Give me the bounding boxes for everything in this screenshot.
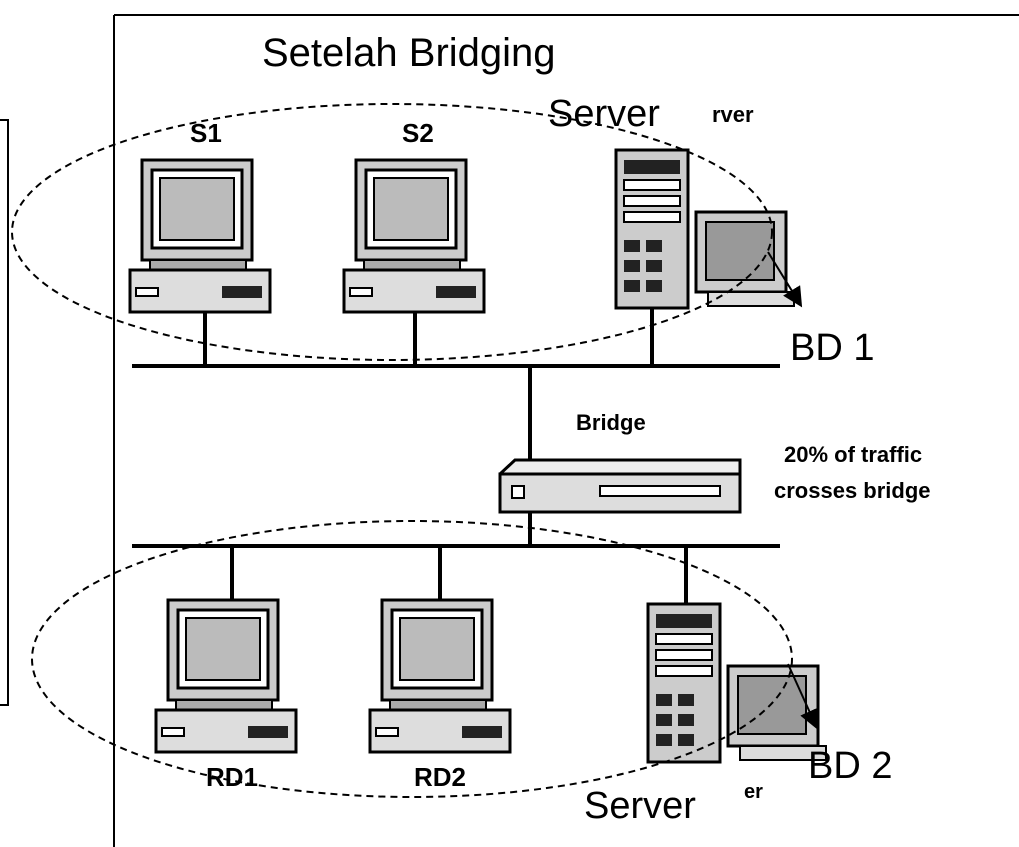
pc-rd1 — [154, 598, 298, 754]
label-bd2: BD 2 — [808, 745, 892, 787]
traffic-note-line2: crosses bridge — [774, 478, 931, 503]
bd1-arrow — [767, 251, 803, 308]
traffic-note-line1: 20% of traffic — [784, 442, 922, 467]
bd2-arrow — [787, 663, 819, 730]
label-s2: S2 — [402, 118, 434, 148]
broadcast-domain-1 — [11, 103, 773, 361]
label-bd1: BD 1 — [790, 327, 874, 369]
bridge-device — [498, 458, 742, 514]
label-rd2: RD2 — [414, 762, 466, 792]
label-bridge: Bridge — [576, 410, 646, 435]
label-server-bottom-fragment: er — [744, 781, 763, 803]
pc-s1 — [128, 158, 272, 314]
pc-s2 — [342, 158, 486, 314]
broadcast-domain-2 — [31, 520, 793, 798]
label-server-top: Server — [548, 93, 660, 135]
diagram-title: Setelah Bridging — [262, 31, 556, 75]
server-bottom — [646, 602, 828, 764]
pc-rd2 — [368, 598, 512, 754]
server-top — [614, 148, 796, 310]
label-server-bottom: Server — [584, 785, 696, 827]
label-server-top-fragment: rver — [712, 102, 754, 127]
outer-bracket — [0, 119, 9, 706]
